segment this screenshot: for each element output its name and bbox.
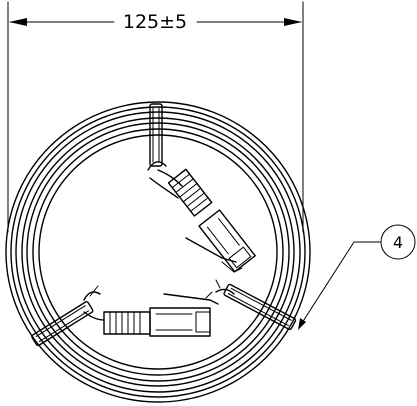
callout-leader-line [299,241,381,327]
callout-balloon [380,224,416,260]
dimension-arrow-right-icon [284,18,302,26]
dimension-label: 125±5 [123,11,187,33]
coil-loop-4 [21,117,295,387]
callout-group: 4 [298,224,416,330]
bottom-rj45-connector [83,291,219,337]
coil-loop-5 [26,122,290,382]
dimension-arrow-left-icon [9,18,27,26]
coil-loop-1 [5,101,311,403]
right-cable-tie [215,279,297,331]
dimension-group: 125±5 [7,1,304,233]
coil-loop-7 [38,134,278,370]
cable-coil [5,101,311,403]
top-rj45-connector [149,168,256,273]
left-cable-tie [31,285,101,347]
coil-loop-2 [10,106,306,398]
callout-leader-arrow-icon [298,318,306,330]
callout-number: 4 [393,233,403,252]
coil-loop-6 [32,128,284,376]
coil-loop-3 [15,111,301,393]
top-cable-tie [147,103,167,171]
